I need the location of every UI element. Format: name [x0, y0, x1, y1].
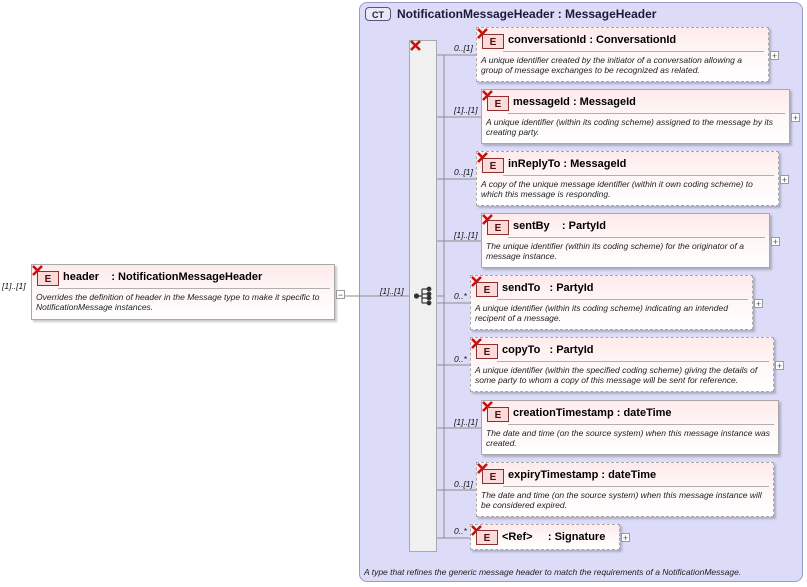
element-description: A unique identifier (within its coding s… [475, 303, 728, 323]
element-name: inReplyTo : MessageId [508, 158, 627, 170]
child-cardinality: 0..* [454, 354, 467, 364]
child-cardinality: 0..[1] [454, 167, 473, 177]
element-description: A copy of the unique message identifier … [481, 179, 753, 199]
child-cardinality: [1]..[1] [454, 105, 478, 115]
child-cardinality: [1]..[1] [454, 417, 478, 427]
element-icon: E [476, 282, 498, 297]
element-name: sendTo : PartyId [502, 282, 594, 294]
element-icon: E [487, 407, 509, 422]
element-sendTo[interactable]: E sendTo : PartyId A unique identifier (… [470, 275, 753, 330]
element-icon: E [476, 344, 498, 359]
expand-button[interactable]: + [775, 361, 784, 371]
child-cardinality: 0..* [454, 291, 467, 301]
element-icon: E [476, 530, 498, 545]
child-cardinality: 0..* [454, 526, 467, 536]
element-messageId[interactable]: E messageId : MessageId A unique identif… [481, 89, 790, 144]
element-expiryTimestamp[interactable]: E expiryTimestamp : dateTime The date an… [476, 462, 774, 517]
element-icon: E [487, 96, 509, 111]
sequence-cardinality: [1]..[1] [380, 286, 404, 296]
element-name: expiryTimestamp : dateTime [508, 469, 657, 481]
element-description: Overrides the definition of header in th… [36, 292, 320, 312]
element-separator [508, 113, 785, 114]
child-cardinality: [1]..[1] [454, 230, 478, 240]
element-icon: E [482, 34, 504, 49]
element-separator [503, 486, 769, 487]
expand-button[interactable]: + [780, 175, 789, 185]
element-separator [503, 175, 774, 176]
element-separator [497, 299, 748, 300]
element-description: A unique identifier (within its coding s… [486, 117, 773, 137]
complex-type-badge: CT [365, 7, 391, 21]
element-sentBy[interactable]: E sentBy : PartyId The unique identifier… [481, 213, 770, 268]
element-name: messageId : MessageId [513, 96, 636, 108]
root-cardinality: [1]..[1] [2, 281, 26, 291]
element-inReplyTo[interactable]: E inReplyTo : MessageId A copy of the un… [476, 151, 779, 206]
expand-button[interactable]: + [770, 51, 779, 61]
expand-button[interactable]: + [621, 533, 630, 543]
complex-type-title: NotificationMessageHeader : MessageHeade… [397, 7, 657, 21]
child-cardinality: 0..[1] [454, 43, 473, 53]
sequence-icon[interactable] [414, 286, 434, 306]
element-icon: E [37, 271, 59, 286]
collapse-button[interactable]: − [336, 290, 345, 300]
element-signature-ref[interactable]: E <Ref> : Signature [470, 524, 620, 550]
element-description: The date and time (on the source system)… [481, 490, 762, 510]
element-name: copyTo : PartyId [502, 344, 594, 356]
complex-type-footer: A type that refines the generic message … [364, 567, 742, 577]
element-separator [503, 51, 764, 52]
element-icon: E [487, 220, 509, 235]
element-name: header : NotificationMessageHeader [63, 271, 263, 283]
element-separator [58, 288, 330, 289]
element-name: <Ref> : Signature [502, 531, 606, 543]
element-conversationId[interactable]: E conversationId : ConversationId A uniq… [476, 27, 769, 82]
expand-button[interactable]: + [771, 237, 780, 247]
element-separator [508, 237, 765, 238]
root-element-header[interactable]: E header : NotificationMessageHeader Ove… [31, 264, 335, 320]
expand-button[interactable]: + [791, 113, 800, 123]
close-x-icon [410, 40, 421, 51]
element-copyTo[interactable]: E copyTo : PartyId A unique identifier (… [470, 337, 774, 392]
element-separator [497, 361, 769, 362]
child-cardinality: 0..[1] [454, 479, 473, 489]
element-description: A unique identifier created by the initi… [481, 55, 742, 75]
element-separator [508, 424, 774, 425]
element-name: sentBy : PartyId [513, 220, 606, 232]
element-creationTimestamp[interactable]: E creationTimestamp : dateTime The date … [481, 400, 779, 455]
element-description: The unique identifier (within its coding… [486, 241, 744, 261]
element-description: A unique identifier (within the specifie… [475, 365, 758, 385]
element-icon: E [482, 469, 504, 484]
element-description: The date and time (on the source system)… [486, 428, 770, 448]
element-name: creationTimestamp : dateTime [513, 407, 672, 419]
element-name: conversationId : ConversationId [508, 34, 677, 46]
expand-button[interactable]: + [754, 299, 763, 309]
element-icon: E [482, 158, 504, 173]
sequence-bar [409, 40, 437, 552]
